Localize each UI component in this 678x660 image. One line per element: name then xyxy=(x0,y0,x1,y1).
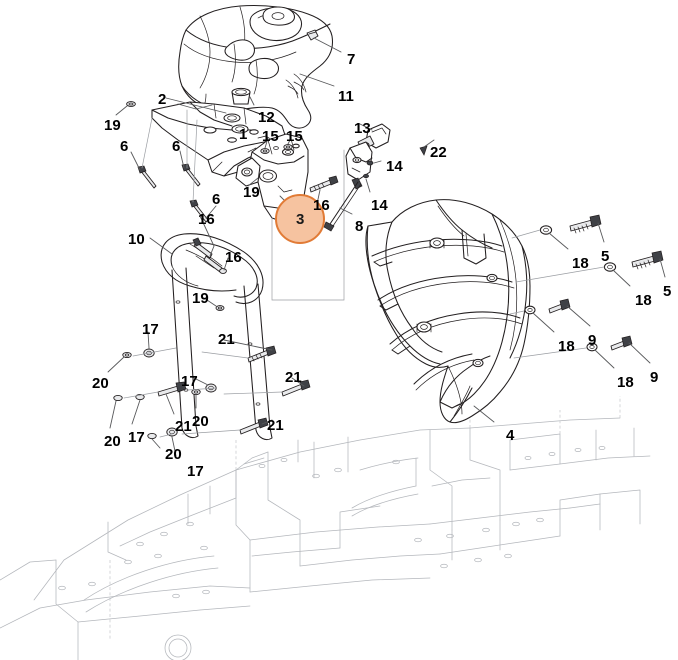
part-12-cap xyxy=(231,87,255,106)
callout-9-b: 9 xyxy=(650,369,659,386)
leader-2 xyxy=(165,97,227,114)
callout-21-c: 21 xyxy=(285,369,302,386)
callout-2: 2 xyxy=(158,91,167,108)
callout-18-b: 18 xyxy=(635,292,652,309)
callout-6-c: 6 xyxy=(212,191,221,208)
part-16-bolts-handle xyxy=(192,215,229,274)
fuel-tank-part-11 xyxy=(178,4,333,129)
callout-9-a: 9 xyxy=(588,332,597,349)
callout-8: 8 xyxy=(355,218,364,235)
callout-20-b: 20 xyxy=(192,413,209,430)
highlight-circle-part-3[interactable] xyxy=(275,194,325,244)
callout-12: 12 xyxy=(258,109,275,126)
callout-6-b: 6 xyxy=(172,138,181,155)
callout-20-c: 20 xyxy=(104,433,121,450)
callout-16-c: 16 xyxy=(225,249,242,266)
part-15-washers xyxy=(260,137,293,154)
callout-5-b: 5 xyxy=(663,283,672,300)
highlight-part-number: 3 xyxy=(296,211,305,228)
callout-22: 22 xyxy=(430,144,447,161)
callout-19-top: 19 xyxy=(104,117,121,134)
handle-hardware xyxy=(107,331,311,457)
callout-21-b: 21 xyxy=(175,418,192,435)
callout-20-d: 20 xyxy=(165,446,182,463)
ghost-chassis-outline xyxy=(0,396,651,660)
callout-19-handle: 19 xyxy=(192,290,209,307)
callout-18-c: 18 xyxy=(558,338,575,355)
callout-19-mid: 19 xyxy=(243,184,260,201)
callout-13: 13 xyxy=(354,120,371,137)
callout-17-c: 17 xyxy=(128,429,145,446)
callout-18-d: 18 xyxy=(617,374,634,391)
callout-1: 1 xyxy=(239,126,248,143)
callout-6-a: 6 xyxy=(120,138,129,155)
callout-20-a: 20 xyxy=(92,375,109,392)
callout-15-b: 15 xyxy=(286,128,303,145)
callout-10: 10 xyxy=(128,231,145,248)
part-22-fastener xyxy=(419,139,435,156)
part-8-rod xyxy=(323,181,362,232)
callout-5-a: 5 xyxy=(601,248,610,265)
hood-hardware xyxy=(509,214,666,369)
part-4-hood-cowling xyxy=(365,199,531,424)
part-19-washer-top xyxy=(115,101,136,116)
callout-18-a: 18 xyxy=(572,255,589,272)
part-19-washer-handle xyxy=(203,297,225,311)
callout-17-b: 17 xyxy=(181,373,198,390)
leader-11 xyxy=(299,73,335,87)
callout-7: 7 xyxy=(347,51,356,68)
callout-15-a: 15 xyxy=(262,128,279,145)
callout-4: 4 xyxy=(506,427,515,444)
callout-16-a: 16 xyxy=(313,197,330,214)
part-7-clip xyxy=(306,29,342,53)
assembly-ref-lines xyxy=(271,149,345,301)
callout-14-a: 14 xyxy=(386,158,403,175)
part-14-fasteners xyxy=(363,160,382,193)
callout-17-a: 17 xyxy=(142,321,159,338)
part-6-bolts xyxy=(130,109,217,223)
callout-11: 11 xyxy=(338,88,354,105)
callout-17-d: 17 xyxy=(187,463,204,480)
callout-16-b: 16 xyxy=(198,211,215,228)
callout-21-a: 21 xyxy=(218,331,235,348)
callout-14-b: 14 xyxy=(371,197,388,214)
callout-21-d: 21 xyxy=(267,417,284,434)
